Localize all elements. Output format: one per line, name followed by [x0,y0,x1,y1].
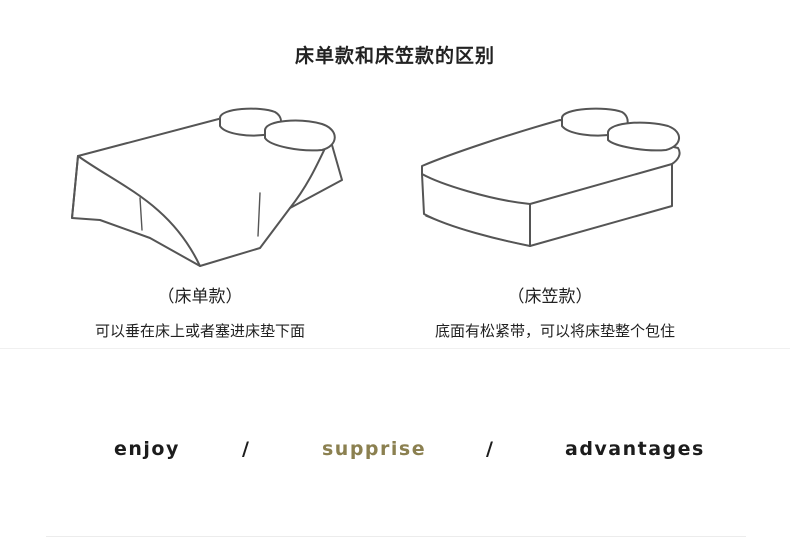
footer-divider [46,536,746,537]
tagline-enjoy: enjoy [114,438,180,460]
flat-sheet-description: 可以垂在床上或者塞进床垫下面 [94,322,305,340]
flat-sheet-bed-illustration [60,98,350,273]
flat-sheet-label: （床单款） [157,287,243,307]
tagline-separator: / [486,438,493,460]
fitted-sheet-description: 底面有松紧带，可以将床垫整个包住 [434,322,675,340]
fitted-sheet-label: （床笠款） [507,287,593,307]
tagline-advantages: advantages [565,438,705,460]
tagline-separator: / [242,438,249,460]
fitted-sheet-bed-illustration [410,104,690,254]
section-title: 床单款和床笠款的区别 [294,45,495,67]
tagline-supprise: supprise [322,438,427,460]
section-divider [0,348,790,349]
